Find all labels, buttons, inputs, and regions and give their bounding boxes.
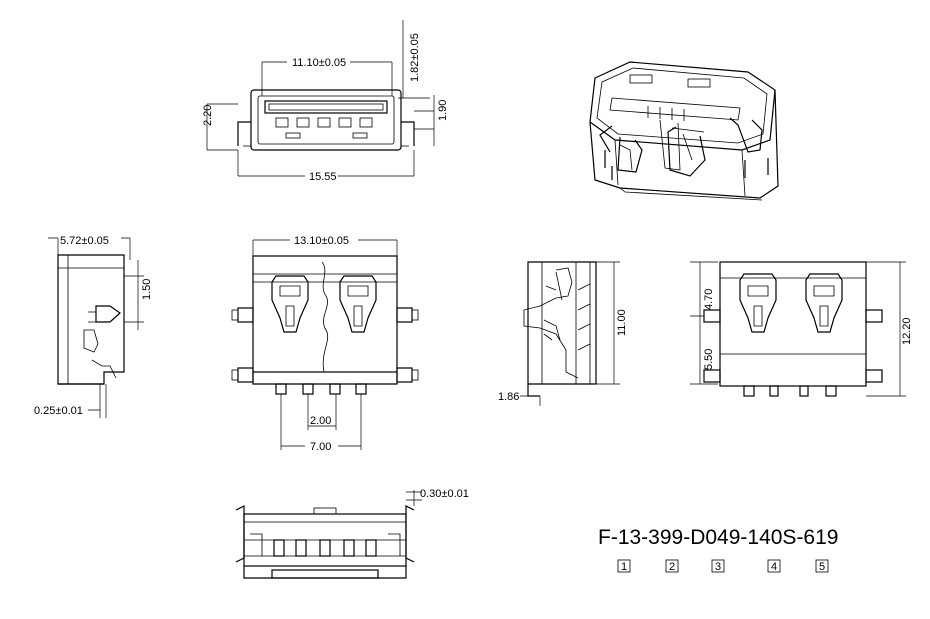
dim-rear-total: 12.20 [901,317,913,345]
dim-front-width: 13.10±0.05 [294,235,349,247]
revision-boxes: 1 2 3 4 5 [617,559,829,573]
front-view [231,255,419,395]
revision-box-4: 4 [771,561,777,573]
top-view [237,89,415,151]
side-view-dims: 5.72±0.05 1.50 0.25±0.01 [34,235,153,418]
revision-box-5: 5 [819,561,825,573]
dim-top-height: 1.82±0.05 [409,33,421,82]
rear-view [703,261,883,397]
front-view-dims: 13.10±0.05 2.00 7.00 [252,235,398,453]
section-view [523,261,597,397]
revision-box-1: 1 [621,561,627,573]
part-number: F-13-399-D049-140S-619 [598,526,838,549]
top-view-dims: 11.10±0.05 1.82±0.05 2.20 1.90 15.55 [202,20,449,183]
dim-side-depth: 5.72±0.05 [60,235,109,247]
dim-side-thickness: 0.25±0.01 [34,405,83,417]
dim-top-right: 1.90 [437,100,449,121]
dim-rear-lower: 5.50 [703,349,715,370]
revision-box-2: 2 [669,561,675,573]
isometric-view [589,61,779,201]
dim-bottom-plate: 0.30±0.01 [420,488,469,500]
dim-section-offset: 1.86 [498,391,519,403]
rear-view-dims: 4.70 5.50 12.20 [690,261,913,397]
dim-top-left: 2.20 [202,105,214,126]
bottom-view [235,505,415,579]
bottom-view-dims: 0.30±0.01 [406,488,469,506]
dim-side-pin: 1.50 [141,279,153,300]
dim-rear-upper: 4.70 [703,289,715,310]
dim-section-height: 11.00 [616,309,628,336]
side-view [57,254,125,385]
dim-top-overall: 15.55 [309,171,337,183]
section-view-dims: 11.00 1.86 [498,261,628,406]
dim-pin-span: 7.00 [310,441,331,453]
dim-pin-pitch: 2.00 [310,415,331,427]
dim-top-width: 11.10±0.05 [292,57,346,69]
revision-box-3: 3 [715,561,721,573]
